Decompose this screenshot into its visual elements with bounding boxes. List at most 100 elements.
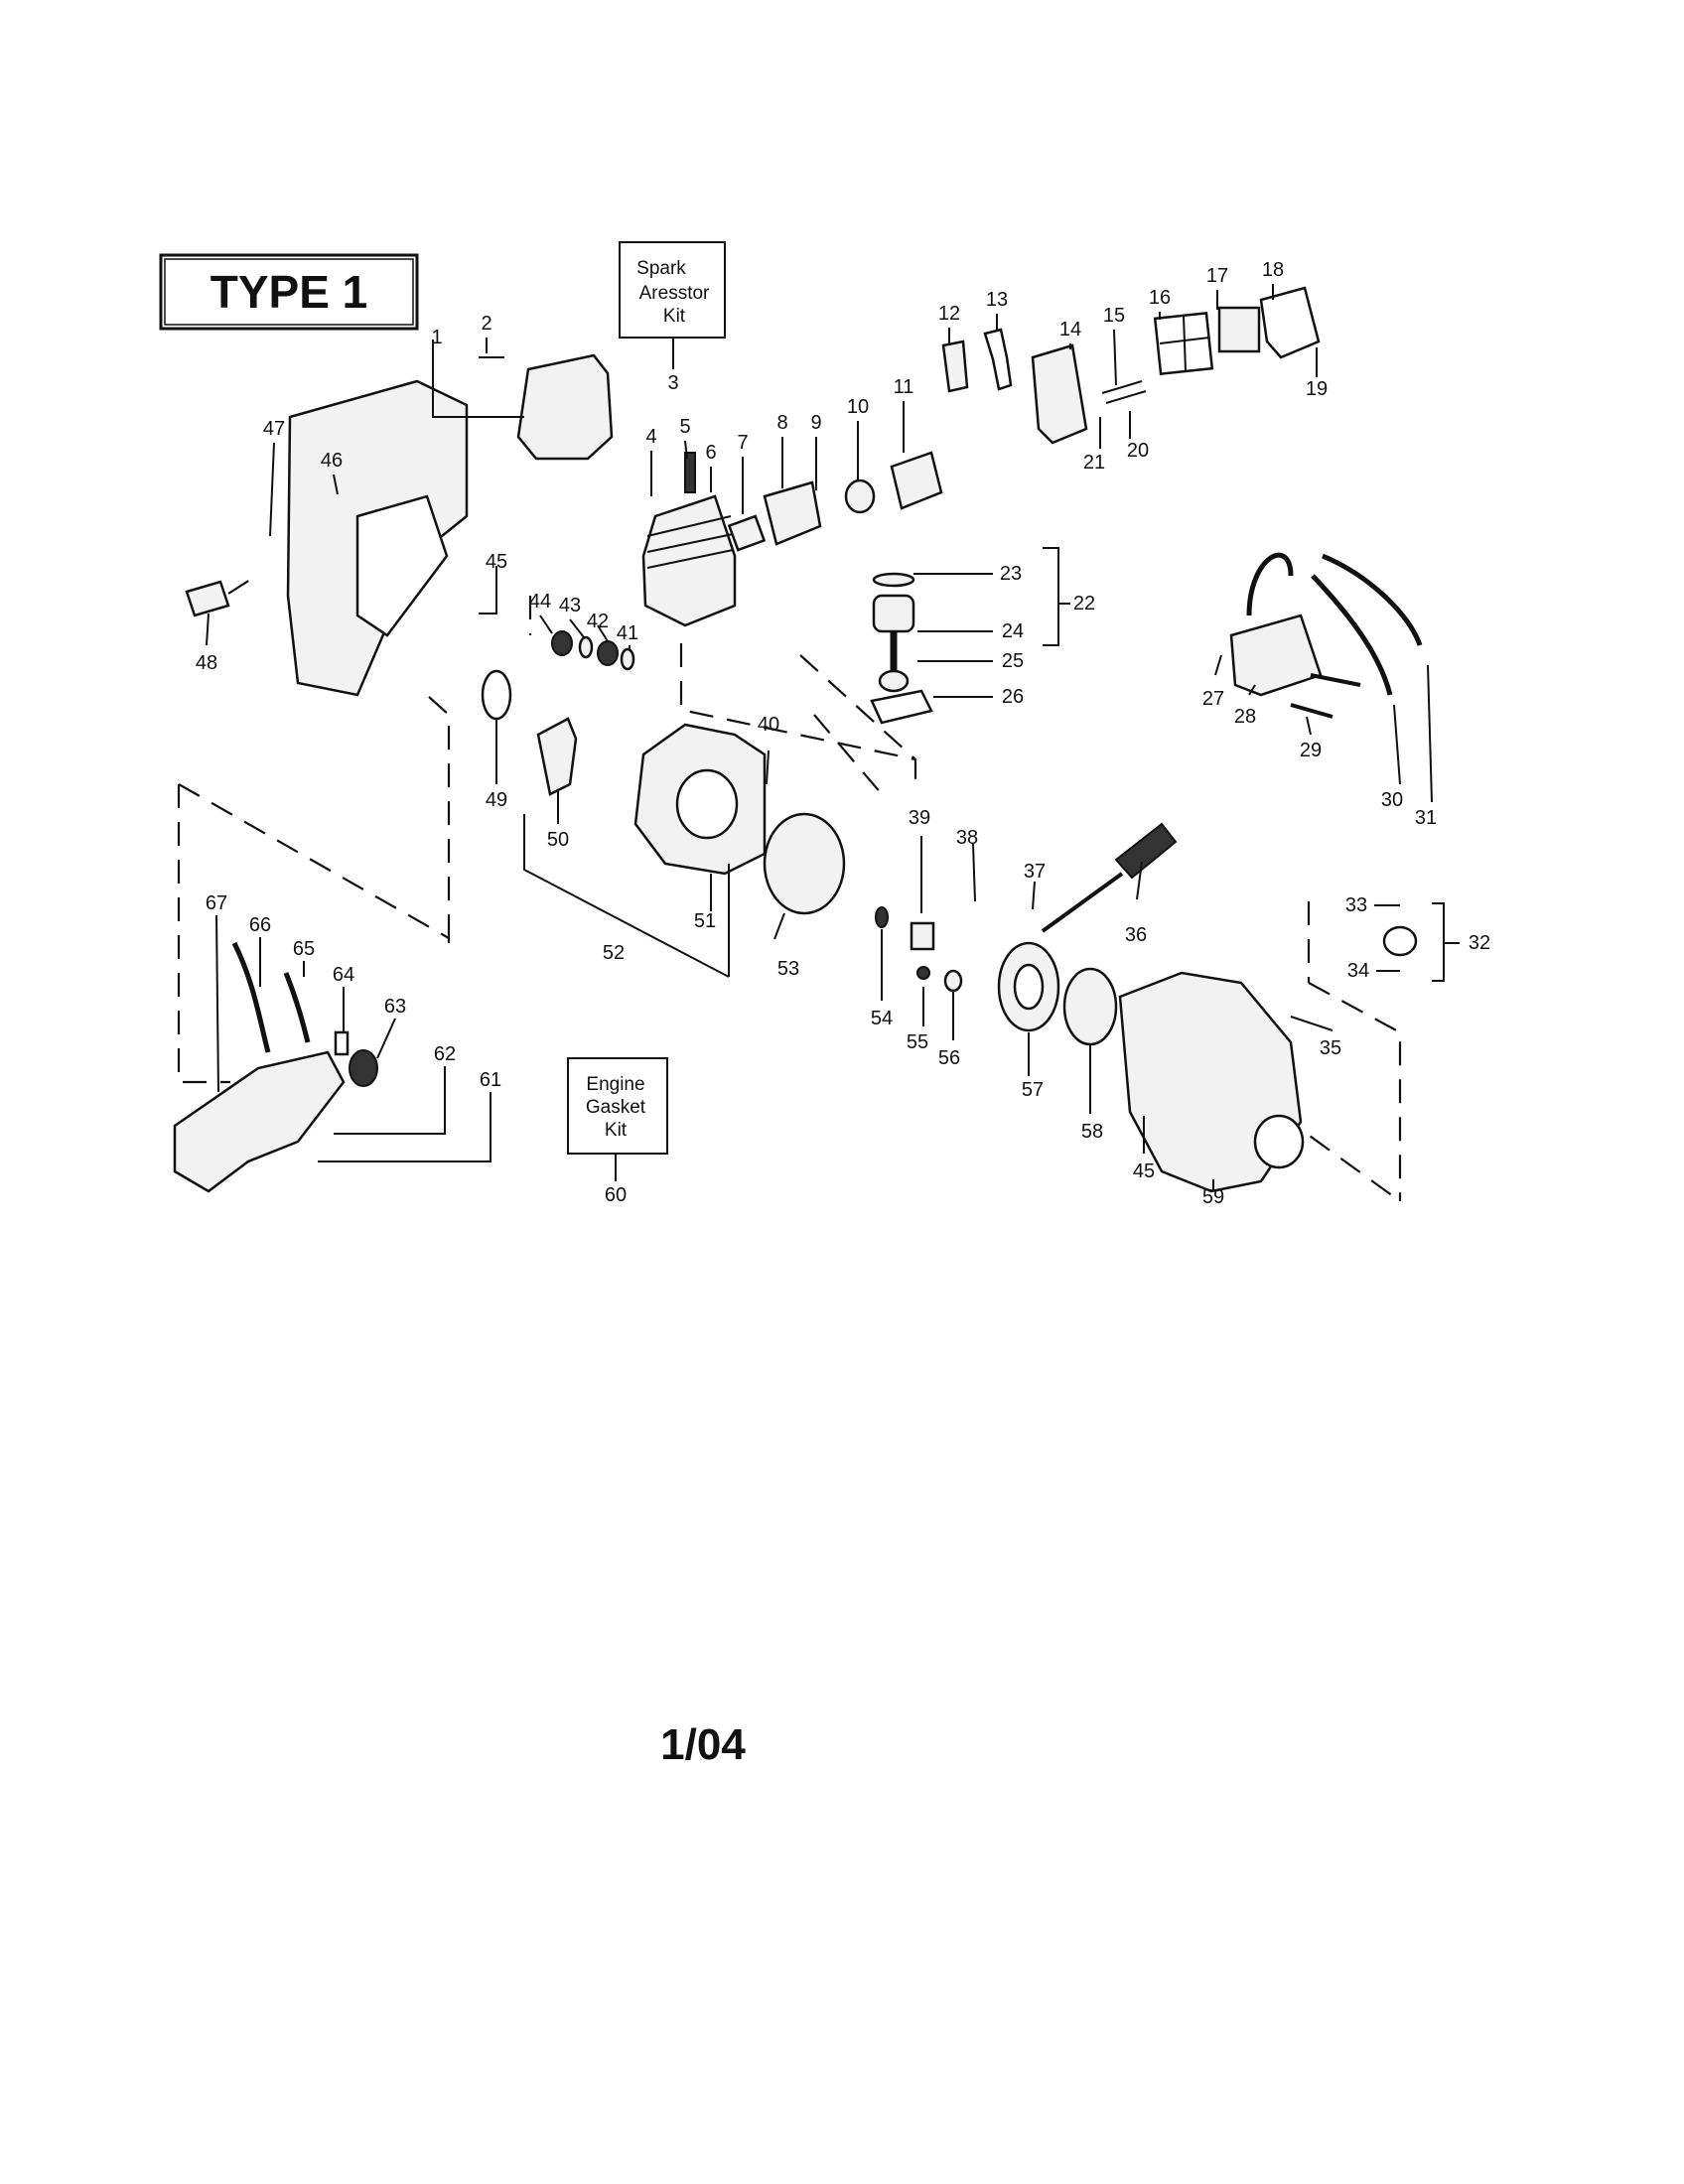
choke-lever-part [983,328,1013,391]
callout-31: 31 [1415,807,1437,829]
callout-23: 23 [1000,563,1022,585]
callout-47: 47 [263,418,285,440]
clamp-part [1382,925,1418,957]
cylinder-part [641,494,737,627]
callout-3: 3 [667,372,678,394]
engine-parts [173,286,1423,1193]
callouts: 1 2 3 4 5 6 7 8 9 10 11 12 13 14 15 16 1… [196,259,1490,1208]
starter-handle-part [1114,822,1178,880]
callout-40: 40 [758,714,779,736]
type-label-box: TYPE 1 [159,253,419,331]
air-filter-part [1217,306,1261,353]
base-gasket-part [870,689,933,725]
callout-13: 13 [986,289,1008,311]
callout-48: 48 [196,652,217,674]
intake-spacer-part [844,478,876,514]
callout-66: 66 [249,914,271,936]
callout-15: 15 [1103,305,1125,327]
piston-part [872,594,915,633]
callout-37: 37 [1024,861,1046,883]
callout-7: 7 [737,432,748,454]
callout-5: 5 [679,416,690,438]
callout-16: 16 [1149,287,1171,309]
callout-43: 43 [559,595,581,616]
callout-29: 29 [1300,740,1322,761]
callout-41: 41 [617,622,638,644]
callout-26: 26 [1002,686,1024,708]
fuel-cap-part [349,1049,378,1087]
callout-51: 51 [694,910,716,932]
fuel-tank-part [173,1050,346,1193]
callout-54: 54 [871,1008,893,1029]
dashed-assembly-lines [177,577,1402,1202]
footer-date: 1/04 [660,1720,746,1769]
callout-67: 67 [206,892,227,914]
callout-50: 50 [547,829,569,851]
callout-20: 20 [1127,440,1149,462]
callout-38: 38 [956,827,978,849]
callout-45-bottom: 45 [1133,1160,1155,1182]
callout-24: 24 [1002,620,1024,642]
callout-32: 32 [1469,932,1490,954]
callout-35: 35 [1320,1037,1341,1059]
callout-6: 6 [705,442,716,464]
callout-61: 61 [480,1069,501,1091]
callout-60: 60 [605,1184,627,1206]
muffler-cover-part [516,353,614,461]
recoil-spring-part [1062,967,1118,1046]
callout-17: 17 [1206,265,1228,287]
callout-18: 18 [1262,259,1284,281]
carburetor-part [890,451,943,510]
callout-64: 64 [333,964,354,986]
callout-59: 59 [1202,1186,1224,1208]
pawl-part [910,921,935,951]
callout-36: 36 [1125,924,1147,946]
gasket-part [727,514,767,552]
callout-10: 10 [847,396,869,418]
gasket-kit-line-2: Gasket [586,1097,646,1118]
callout-30: 30 [1381,789,1403,811]
callout-58: 58 [1081,1121,1103,1143]
type-label: TYPE 1 [210,266,368,318]
callout-55: 55 [907,1031,928,1053]
callout-39: 39 [909,807,930,829]
callout-53: 53 [777,958,799,980]
adapter-part [763,480,822,546]
engine-gasket-kit-box: Engine Gasket Kit [567,1057,668,1181]
ignition-coil-part [1229,614,1323,697]
callout-44: 44 [529,591,551,613]
spark-kit-line-3: Kit [663,306,686,327]
air-box-part [1031,343,1088,445]
callout-19: 19 [1306,378,1328,400]
spark-arrestor-kit-box: Spark Aresstor Kit [619,241,726,369]
callout-2: 2 [481,313,491,335]
spark-kit-line-2: Aresstor [639,283,710,304]
gasket-kit-line-1: Engine [586,1074,644,1095]
o-ring-part [481,669,512,721]
fuel-filter-part [334,1030,350,1056]
callout-49: 49 [486,789,507,811]
callout-27: 27 [1202,688,1224,710]
callout-65: 65 [293,938,315,960]
callout-14: 14 [1059,319,1081,341]
gasket-kit-line-3: Kit [605,1120,628,1141]
callout-34: 34 [1347,960,1369,982]
callout-4: 4 [645,426,656,448]
flywheel-part [763,812,846,915]
callout-11: 11 [894,376,914,398]
crankshaft-part [536,717,578,796]
air-filter-cover-part [1259,286,1321,359]
callout-46: 46 [321,450,343,472]
callout-52: 52 [603,942,625,964]
plate-part [941,340,969,393]
callout-22: 22 [1073,593,1095,614]
callout-21: 21 [1083,452,1105,474]
callout-28: 28 [1234,706,1256,728]
clip-part [185,580,230,617]
callout-9: 9 [810,412,821,434]
callout-1: 1 [431,327,442,348]
callout-57: 57 [1022,1079,1044,1101]
callout-25: 25 [1002,650,1024,672]
callout-63: 63 [384,996,406,1018]
